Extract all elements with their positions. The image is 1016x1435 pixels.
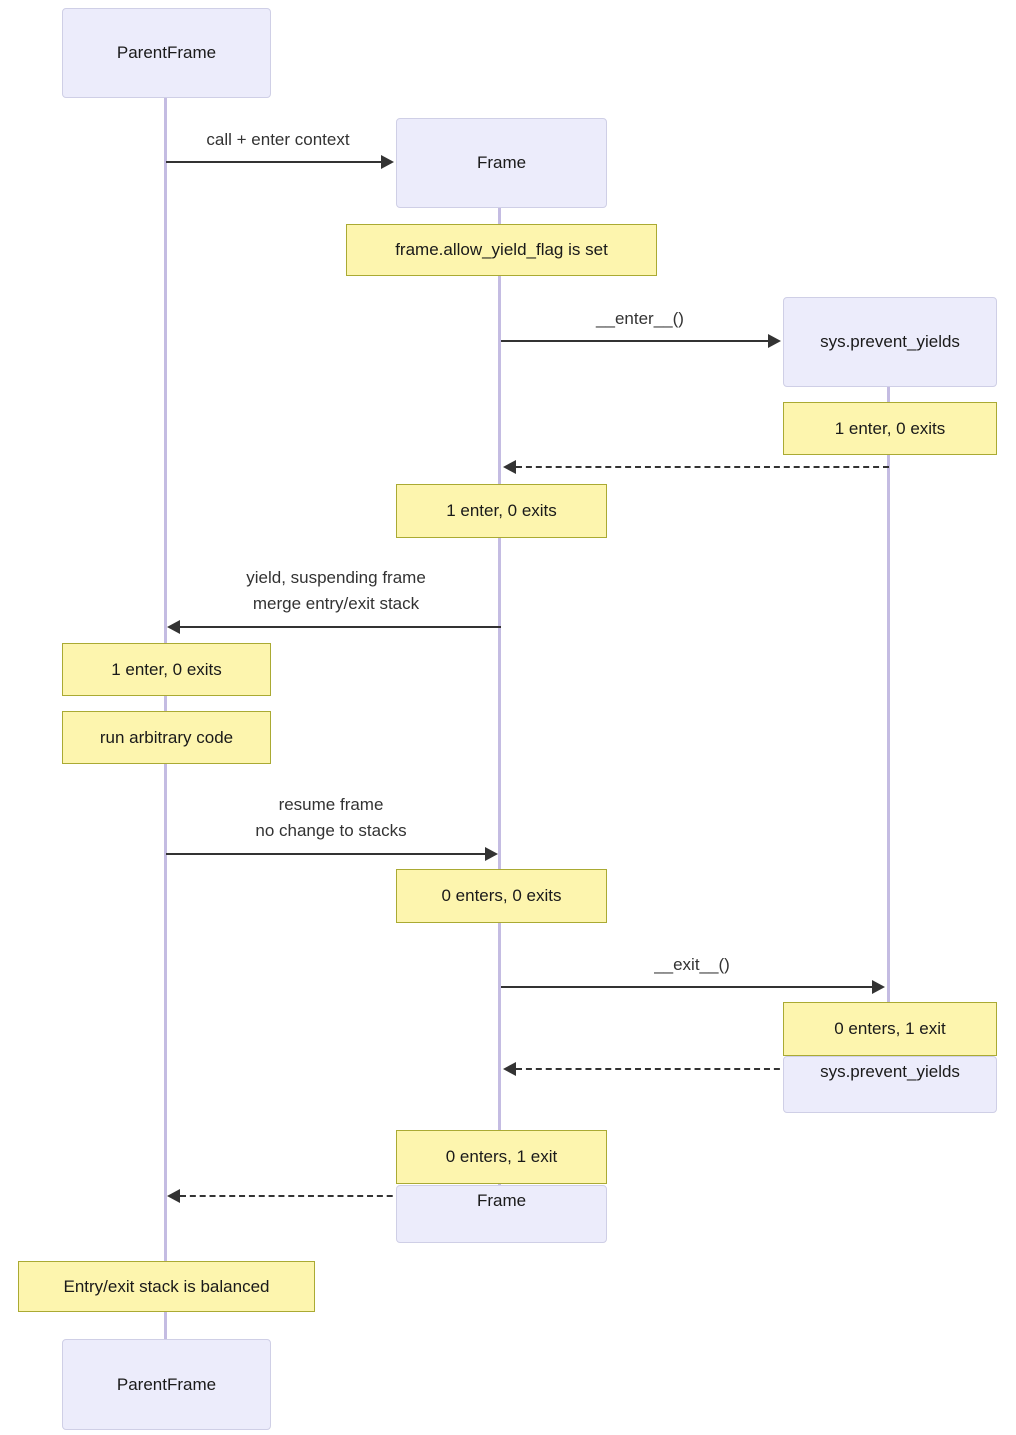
lifeline-frame	[498, 208, 501, 1185]
actor-frame-bottom: Frame	[396, 1185, 607, 1243]
arrowhead-right-icon	[485, 847, 498, 861]
actor-parentframe-top: ParentFrame	[62, 8, 271, 98]
arrowhead-right-icon	[381, 155, 394, 169]
message-label-line1: yield, suspending frame	[246, 568, 426, 587]
message-label-enter: __enter__()	[596, 309, 684, 328]
message-line-enter-return	[516, 466, 889, 468]
note-frame-resume-count: 0 enters, 0 exits	[396, 869, 607, 923]
message-line-resume	[166, 853, 486, 855]
note-allow-yield-flag-set: frame.allow_yield_flag is set	[346, 224, 657, 276]
actor-parentframe-bottom: ParentFrame	[62, 1339, 271, 1430]
arrowhead-right-icon	[768, 334, 781, 348]
arrowhead-left-icon	[167, 1189, 180, 1203]
note-sys-exit-count: 0 enters, 1 exit	[783, 1002, 997, 1056]
actor-sys-prevent-yields-bottom: sys.prevent_yields	[783, 1056, 997, 1113]
note-run-arbitrary-code: run arbitrary code	[62, 711, 271, 764]
message-label-resume: resume frame no change to stacks	[255, 792, 406, 844]
arrowhead-left-icon	[503, 1062, 516, 1076]
message-label-line2: no change to stacks	[255, 821, 407, 840]
arrowhead-left-icon	[503, 460, 516, 474]
message-label-yield-suspend: yield, suspending frame merge entry/exit…	[246, 565, 426, 617]
message-label-line1: resume frame	[278, 795, 384, 814]
message-line-frame-return	[180, 1195, 501, 1197]
message-line-call-enter-context	[166, 161, 384, 163]
note-sys-enter-count: 1 enter, 0 exits	[783, 402, 997, 455]
lifeline-sys-prevent-yields	[887, 387, 890, 1056]
message-label-line2: merge entry/exit stack	[252, 594, 420, 613]
message-line-exit-return	[516, 1068, 889, 1070]
note-frame-enter-count: 1 enter, 0 exits	[396, 484, 607, 538]
arrowhead-left-icon	[167, 620, 180, 634]
note-frame-exit-count: 0 enters, 1 exit	[396, 1130, 607, 1184]
actor-frame-top: Frame	[396, 118, 607, 208]
actor-sys-prevent-yields-top: sys.prevent_yields	[783, 297, 997, 387]
arrowhead-right-icon	[872, 980, 885, 994]
note-parent-enter-count: 1 enter, 0 exits	[62, 643, 271, 696]
message-label-call-enter-context: call + enter context	[206, 130, 350, 149]
message-line-enter	[501, 340, 769, 342]
message-line-exit	[501, 986, 873, 988]
message-label-exit: __exit__()	[654, 955, 730, 974]
message-line-yield-suspend	[180, 626, 501, 628]
note-stack-balanced: Entry/exit stack is balanced	[18, 1261, 315, 1312]
